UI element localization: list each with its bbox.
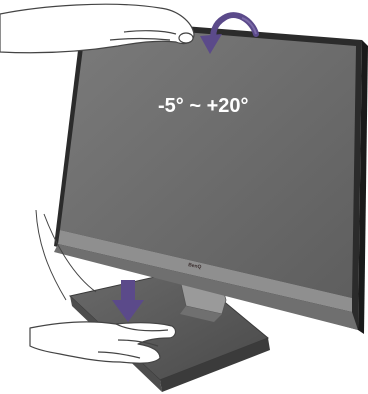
tilt-range-label: -5° ~ +20° — [158, 95, 249, 117]
